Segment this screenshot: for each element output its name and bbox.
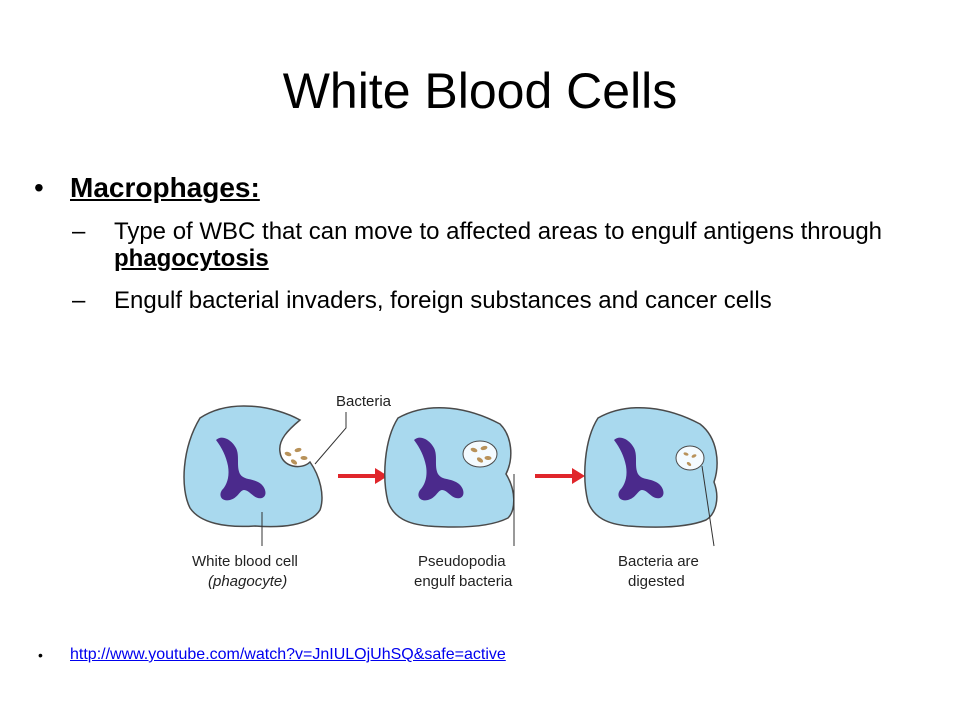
label-bacteria: Bacteria <box>336 393 392 410</box>
label-wbc-1: White blood cell <box>192 553 298 570</box>
macrophages-heading: Macrophages: <box>70 172 260 203</box>
arrow-1 <box>338 468 388 484</box>
label-digested-2: digested <box>628 573 685 590</box>
cell-1-body <box>183 405 323 528</box>
label-digested-1: Bacteria are <box>618 553 699 570</box>
label-pseudopodia-1: Pseudopodia <box>418 553 506 570</box>
bacteria-group-2 <box>470 445 492 463</box>
sub-point-1-before: Type of WBC that can move to affected ar… <box>114 218 883 245</box>
label-wbc-2: (phagocyte) <box>208 573 287 590</box>
phagocytosis-keyword: phagocytosis <box>114 245 269 272</box>
white-blood-cell-3 <box>584 407 718 528</box>
sub-point-2-text: Engulf bacterial invaders, foreign subst… <box>114 287 772 314</box>
white-blood-cell-1 <box>183 405 323 528</box>
vacuole-3 <box>675 445 705 471</box>
dash-marker: – <box>72 287 86 314</box>
bacteria-group-1 <box>284 447 308 465</box>
phagocytosis-diagram: Bacteria White blood cell (phagocyte) Ps… <box>183 393 718 590</box>
arrow-2 <box>535 468 585 484</box>
nucleus-3 <box>614 437 664 501</box>
vacuole-2 <box>462 440 498 468</box>
bacteria-group-3 <box>683 452 697 467</box>
slide-title: White Blood Cells <box>282 63 678 119</box>
cell-3-body <box>584 407 718 528</box>
youtube-link[interactable]: http://www.youtube.com/watch?v=JnIULOjUh… <box>70 646 506 663</box>
leader-digested <box>701 465 715 547</box>
cell-2-body <box>384 407 515 528</box>
dash-marker: – <box>72 218 86 245</box>
bullet-dot: • <box>38 647 43 663</box>
label-pseudopodia-2: engulf bacteria <box>414 573 513 590</box>
bullet-dot: • <box>34 172 44 203</box>
nucleus-1 <box>216 437 266 501</box>
leader-bacteria <box>314 412 347 465</box>
sub-point-1-text: Type of WBC that can move to affected ar… <box>114 218 914 272</box>
nucleus-2 <box>414 437 464 501</box>
white-blood-cell-2 <box>384 407 515 528</box>
